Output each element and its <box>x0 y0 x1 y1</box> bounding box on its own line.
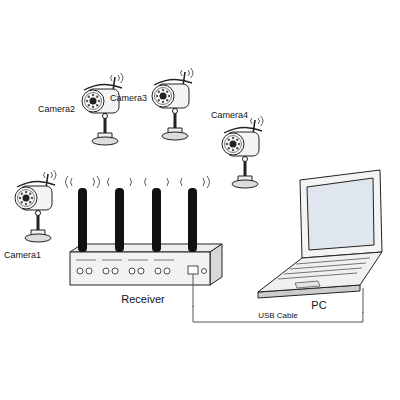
camera-icon <box>222 116 263 188</box>
laptop <box>258 170 382 298</box>
cable-stub <box>363 288 364 313</box>
camera-icon <box>152 68 193 140</box>
node-label: PC <box>311 299 326 312</box>
antenna <box>78 188 197 252</box>
camera-label: Camera3 <box>110 93 147 104</box>
camera-label: Camera4 <box>211 110 248 121</box>
wireless-signal <box>66 176 210 188</box>
receiver-box <box>70 244 222 285</box>
receiver: Receiver <box>62 186 224 306</box>
camera-icon <box>82 73 123 145</box>
cable-stub <box>193 274 194 307</box>
node-label: Camera2 <box>38 104 75 115</box>
camera-label: Camera2 <box>38 104 75 115</box>
node-label: Camera4 <box>211 110 248 121</box>
node-label: Receiver <box>121 293 164 306</box>
usb-cable <box>193 306 363 322</box>
pc: PC <box>250 160 388 312</box>
camera-label: Camera1 <box>4 250 41 261</box>
node-label: Camera1 <box>4 250 41 261</box>
edge-label: USB Cable <box>256 311 300 321</box>
camera-icon <box>15 170 56 242</box>
node-label: Camera3 <box>110 93 147 104</box>
